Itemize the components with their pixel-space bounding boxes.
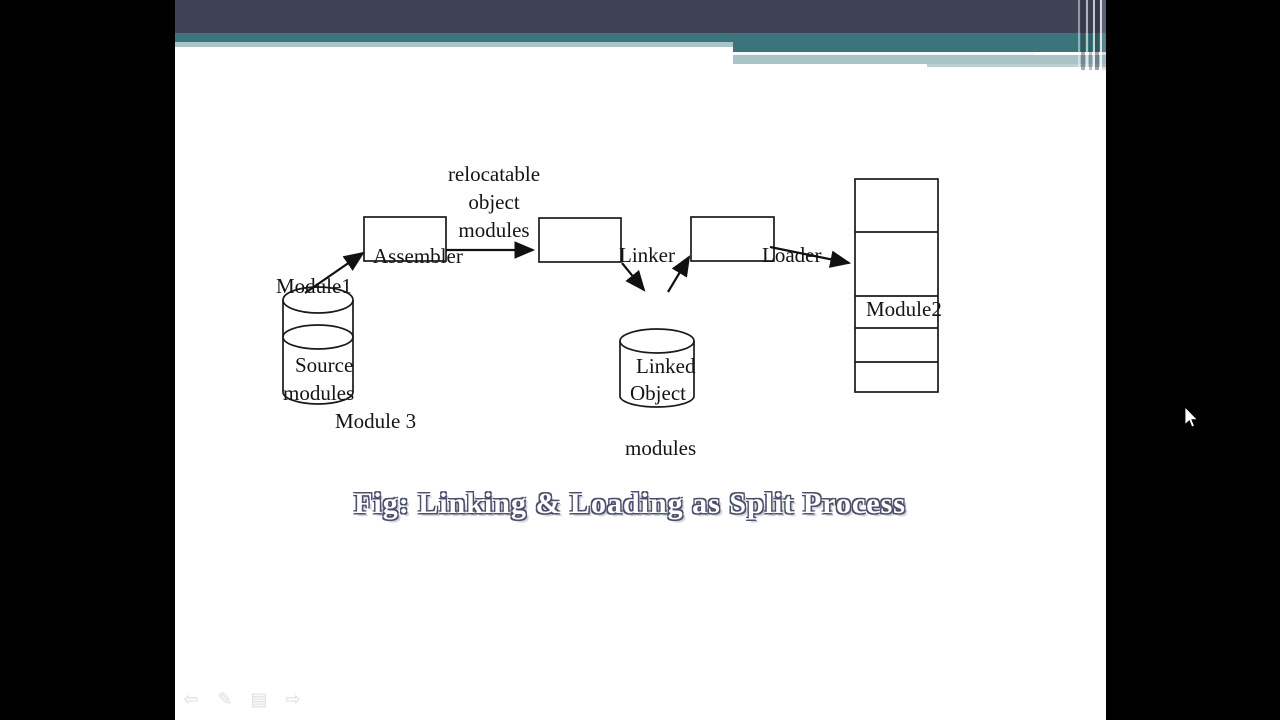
presentation-slide: relocatable object modules Assembler Lin…: [175, 0, 1106, 720]
arrow-linker-to-linked: [621, 262, 646, 292]
source-label-line2: modules: [283, 381, 355, 405]
header-teal-band-right: [733, 42, 1106, 52]
arrow-linked-to-loader: [667, 255, 691, 293]
label-line: relocatable: [447, 162, 541, 186]
edge-stripe: [1086, 0, 1088, 70]
mouse-cursor: [1184, 406, 1199, 428]
source-modules-cylinder: [282, 286, 354, 405]
edge-stripes-decoration: [1075, 0, 1106, 70]
module1-label: Module1: [276, 274, 352, 298]
module2-label: Module2: [866, 297, 942, 321]
edge-stripe: [1089, 0, 1092, 70]
edge-stripe: [1102, 0, 1106, 70]
linking-loading-diagram: [282, 178, 939, 408]
module3-label: Module 3: [335, 409, 417, 433]
pen-tool-icon[interactable]: ✎: [217, 689, 233, 710]
slide-menu-icon[interactable]: ▤: [250, 689, 268, 710]
edge-stripe: [1093, 0, 1095, 70]
label-line: modules: [458, 218, 530, 242]
edge-stripe: [1078, 0, 1080, 70]
memory-map: [854, 178, 939, 393]
header-white-stripe: [733, 52, 1035, 55]
header-light-teal-step: [927, 64, 1106, 67]
arrow-loader-to-memory: [769, 245, 852, 268]
header-teal-band: [175, 33, 1106, 42]
assembler-box: [363, 216, 447, 262]
source-label-line1: Source: [295, 353, 354, 377]
edge-stripe: [1081, 0, 1085, 70]
assembler-label: Assembler: [373, 244, 463, 268]
header-light-teal-band-left: [175, 42, 733, 47]
arrow-source-to-assembler: [304, 251, 365, 294]
linked-object-cylinder: [619, 328, 695, 408]
header-dark-bar: [175, 0, 1106, 33]
next-slide-icon[interactable]: ⇨: [285, 689, 301, 710]
linked-label-line2: Object: [630, 381, 686, 405]
label-line: object: [468, 190, 520, 214]
linker-label: Linker: [619, 243, 675, 267]
loader-box: [690, 216, 775, 262]
relocatable-object-modules-label: relocatable object modules: [434, 160, 554, 244]
figure-caption: Fig: Linking & Loading as Split Process: [354, 487, 906, 520]
previous-slide-icon[interactable]: ⇦: [183, 689, 199, 710]
linked-label-line1: Linked: [636, 354, 696, 378]
linker-box: [538, 217, 622, 263]
edge-stripe: [1100, 0, 1102, 70]
slideshow-nav: ⇦ ✎ ▤ ⇨: [181, 689, 303, 711]
edge-stripe: [1095, 0, 1099, 70]
header-light-teal-band-right: [733, 55, 1106, 64]
loader-label: Loader: [762, 243, 822, 267]
linked-modules-label: modules: [625, 436, 697, 460]
